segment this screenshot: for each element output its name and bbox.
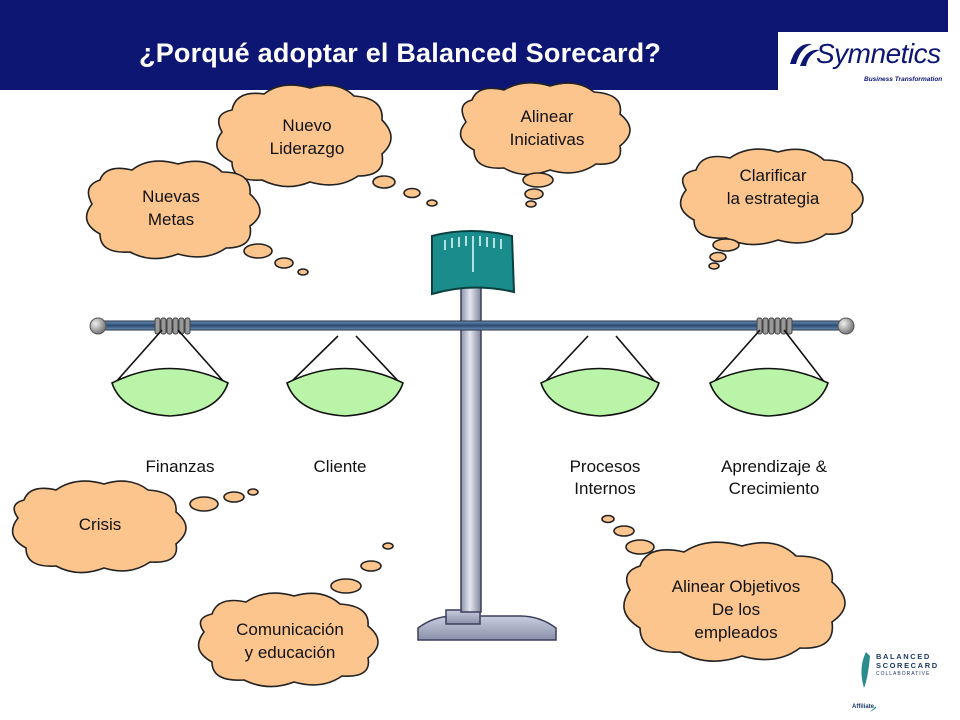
cloud-text-clarificar-estrategia: Clarificar la estrategia [726,166,820,208]
pan-label-procesos: Procesos Internos [569,457,641,498]
pan-cliente [286,335,404,417]
scale-pole [460,283,482,613]
symnetics-tagline: Business Transformation [864,76,943,83]
bsc-line-3: COLLABORATIVE [876,671,931,677]
cloud-comunicacion [197,542,394,688]
cloud-alinear-objetivos [601,514,846,662]
cloud-text-comunicacion: Comunicación y educación [236,620,344,662]
cloud-text-alinear-iniciativas: Alinear Iniciativas [509,107,585,149]
bsc-affiliate: Affiliate [852,704,875,710]
cloud-text-nuevo-liderazgo: Nuevo Liderazgo [269,116,345,158]
cloud-text-nuevas-metas: Nuevas Metas [142,187,200,229]
pan-finanzas [111,329,229,417]
scale-gauge-head [431,230,516,296]
symnetics-logo-text: Symnetics [816,38,941,69]
cloud-text-crisis: Crisis [78,515,122,534]
pan-aprendizaje [709,329,829,417]
bsc-collaborative-logo: BALANCED SCORECARD COLLABORATIVE Affilia… [852,648,950,718]
cloud-text-alinear-objetivos: Alinear Objetivos De los empleados [671,577,801,642]
pan-procesos [540,335,660,417]
cloud-clarificar-estrategia [679,148,864,270]
bsc-swoosh-icon [861,652,876,712]
page-title: ¿Porqué adoptar el Balanced Sorecard? [139,38,662,68]
scale-base [417,609,557,641]
cloud-alinear-iniciativas [459,82,631,208]
symnetics-swoosh-icon [790,43,820,66]
pan-label-aprendizaje: Aprendizaje & Crecimiento [721,457,827,498]
cloud-crisis [11,480,259,574]
pan-label-cliente: Cliente [313,457,367,476]
symnetics-logo: Symnetics Business Transformation [778,32,950,90]
pan-label-finanzas: Finanzas [145,457,215,476]
cloud-nuevo-liderazgo [216,84,438,207]
bsc-line-1: BALANCED [876,652,931,661]
scale-beam [89,317,855,335]
cloud-nuevas-metas [85,160,309,276]
bsc-line-2: SCORECARD [876,661,939,670]
